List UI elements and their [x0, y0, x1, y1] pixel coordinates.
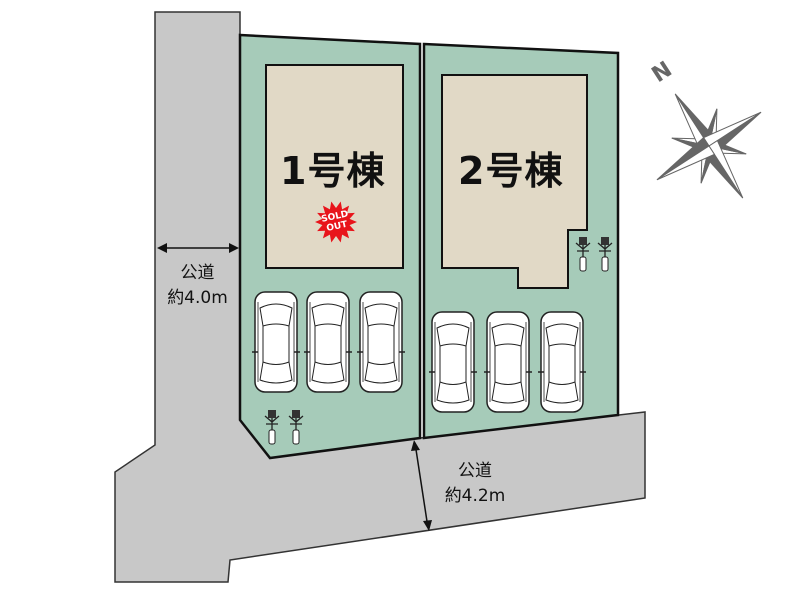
road-west-width: 約4.0m — [167, 288, 228, 308]
building-2-label: 2号棟 — [458, 149, 564, 193]
parking-car-icon — [483, 311, 533, 413]
parking-car-icon — [356, 291, 406, 393]
road-width-arrow-south — [411, 440, 432, 531]
parking-car-icon — [303, 291, 353, 393]
road-width-arrow-west — [157, 243, 239, 253]
road-south-width: 約4.2m — [444, 486, 506, 506]
parking-car-icon — [537, 311, 587, 413]
compass-point — [708, 139, 744, 199]
road-south-label: 公道 — [458, 461, 492, 481]
compass-point — [656, 145, 716, 181]
compass-rose-icon — [656, 93, 762, 199]
parking-car-icon — [251, 291, 301, 393]
sold-out-badge — [315, 201, 357, 243]
parking-car-icon — [428, 311, 478, 413]
building-2-footprint — [441, 74, 588, 289]
road-west-label: 公道 — [180, 263, 215, 283]
building-1-label: 1号棟 — [280, 149, 386, 193]
